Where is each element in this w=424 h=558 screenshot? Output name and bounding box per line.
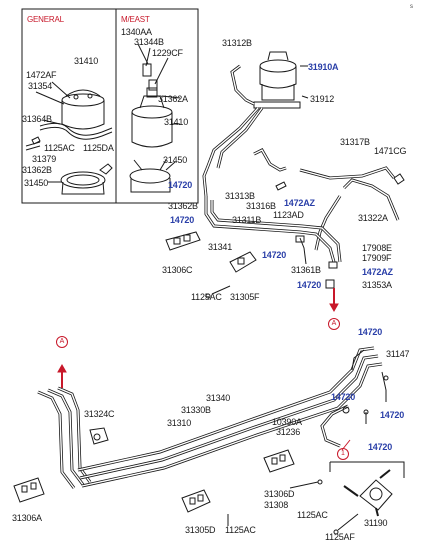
part-label: 31912 [310, 94, 335, 104]
part-label: 31190 [364, 518, 388, 528]
part-label: 31306D [264, 489, 295, 499]
part-label: 31306C [162, 265, 193, 275]
part-label: 1123AD [273, 210, 304, 220]
general-panel-header: GENERAL [27, 15, 64, 24]
part-label: 14720 [262, 250, 287, 260]
part-label: 31362A [158, 94, 188, 104]
part-label: 10390A [272, 417, 302, 427]
part-label: 14720 [358, 327, 383, 337]
general-canister [25, 89, 113, 151]
part-label: 1472AZ [284, 198, 315, 208]
part-label: 14720 [168, 180, 193, 190]
part-label: 31316B [246, 201, 276, 211]
part-label: 31361B [291, 265, 321, 275]
part-label: 31330B [181, 405, 211, 415]
part-label: 1472AZ [362, 267, 393, 277]
part-label: 31147 [386, 349, 410, 359]
general-bracket [60, 163, 113, 195]
clamp-31306c [165, 231, 201, 251]
part-label: 1125AF [325, 532, 355, 542]
part-label: 1125AC [297, 510, 328, 520]
part-label: 31353A [362, 280, 392, 290]
meast-panel-frame [115, 8, 199, 204]
part-label: 1229CF [152, 48, 183, 58]
page-mark: s [410, 4, 413, 10]
part-label: 31344B [134, 37, 164, 47]
part-label: 1125AC [191, 292, 222, 302]
part-label: 31317B [340, 137, 370, 147]
part-label: 31322A [358, 213, 388, 223]
part-label: 1471CG [374, 146, 407, 156]
part-label: 14720 [170, 215, 195, 225]
clip-31324c [89, 427, 109, 445]
part-label: 31312B [222, 38, 252, 48]
part-label: 31450 [163, 155, 188, 165]
clamp-31305f [229, 251, 257, 273]
part-label: 31410 [74, 56, 99, 66]
meast-panel-header: M/EAST [121, 15, 150, 24]
upper-canister-31910a [253, 51, 301, 109]
part-label: 17909F [362, 253, 392, 263]
part-label: 1340AA [121, 27, 152, 37]
clamp-31306a [13, 477, 45, 503]
part-label: 31450 [24, 178, 49, 188]
part-label: 31410 [164, 117, 189, 127]
fuel-filter-31190 [343, 469, 393, 517]
part-label: 17908E [362, 243, 392, 253]
part-label: 31306A [12, 513, 42, 523]
part-label: 14720 [297, 280, 322, 290]
callout-1: 1 [337, 448, 349, 460]
part-label: 31311B [232, 215, 262, 225]
part-label: 1125AC [225, 525, 256, 535]
part-label: 14720 [380, 410, 405, 420]
part-label: 31364B [22, 114, 52, 124]
meast-canister [129, 63, 173, 193]
part-label: 31354 [28, 81, 53, 91]
part-label: 31308 [264, 500, 289, 510]
part-label: 1125DA [83, 143, 114, 153]
part-label: 31236 [276, 427, 301, 437]
part-label: 31305D [185, 525, 216, 535]
part-label: 31362B [22, 165, 52, 175]
part-label: 31910A [308, 62, 339, 72]
part-label: 31310 [167, 418, 192, 428]
part-label: 14720 [331, 392, 356, 402]
part-label: 31341 [208, 242, 233, 252]
clamp-31305d [181, 489, 211, 513]
part-label: 31340 [206, 393, 231, 403]
clamp-31306d [263, 449, 295, 473]
part-label: 31362B [168, 201, 198, 211]
part-label: 31324C [84, 409, 115, 419]
part-label: 14720 [368, 442, 393, 452]
part-label: 1125AC [44, 143, 75, 153]
part-label: 1472AF [26, 70, 57, 80]
callout-a-top: A [328, 318, 340, 330]
callout-a-bottom: A [56, 336, 68, 348]
part-label: 31313B [225, 191, 255, 201]
part-label: 31305F [230, 292, 260, 302]
part-label: 31379 [32, 154, 57, 164]
